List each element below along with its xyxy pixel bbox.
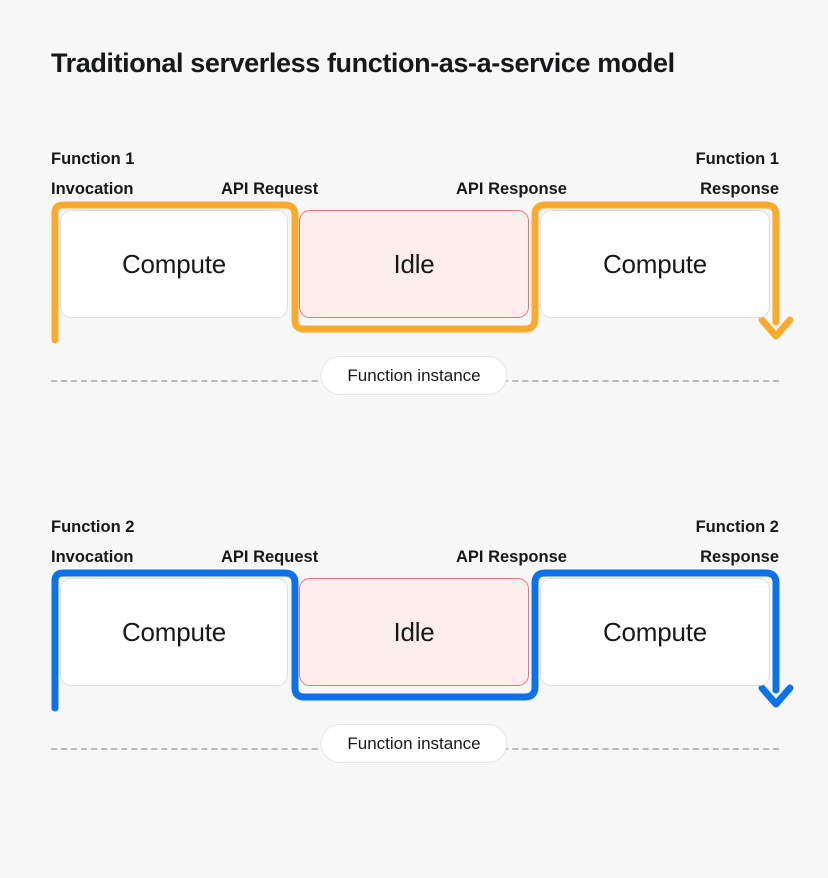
lifecycle-track-function-1	[51, 201, 794, 344]
flow-labels-function-2: Function 2 Invocation API Request API Re…	[0, 498, 828, 566]
flow-row-function-1: Function 1 Invocation API Request API Re…	[0, 130, 828, 409]
label-line-2: Response	[700, 548, 779, 566]
flow-labels-function-1: Function 1 Invocation API Request API Re…	[0, 130, 828, 198]
label-line-1: Function 1	[51, 150, 135, 168]
stage-box-compute[interactable]: Compute	[540, 210, 770, 318]
lifecycle-track-function-2	[51, 569, 794, 712]
flow-band-function-1: Compute Idle Compute	[0, 196, 828, 351]
label-line-2: Response	[700, 180, 779, 198]
function-instance-badge: Function instance	[320, 356, 508, 395]
label-function-1-response: Function 1 Response	[696, 144, 779, 204]
label-api-request-1: API Request	[221, 180, 319, 198]
label-line-1: Function 2	[51, 518, 135, 536]
flow-band-function-2: Compute Idle Compute	[0, 564, 828, 719]
label-function-2-invocation: Function 2 Invocation	[51, 512, 134, 572]
arrow-down-icon	[758, 684, 794, 708]
stage-box-idle[interactable]: Idle	[299, 578, 529, 686]
label-line-2: Invocation	[51, 180, 134, 198]
label-line-2: Invocation	[51, 548, 134, 566]
function-instance-line-2: Function instance	[0, 719, 828, 777]
label-api-response-1: API Response	[456, 180, 567, 198]
stage-box-idle[interactable]: Idle	[299, 210, 529, 318]
arrow-down-icon	[758, 316, 794, 340]
label-line-1: Function 1	[695, 150, 779, 168]
function-instance-line-1: Function instance	[0, 351, 828, 409]
label-line-1: Function 2	[695, 518, 779, 536]
stage-box-compute[interactable]: Compute	[540, 578, 770, 686]
stage-box-compute[interactable]: Compute	[60, 578, 288, 686]
label-api-request-2: API Request	[221, 548, 319, 566]
stage-box-compute[interactable]: Compute	[60, 210, 288, 318]
stage-boxes-function-1: Compute Idle Compute	[0, 210, 828, 318]
label-function-1-invocation: Function 1 Invocation	[51, 144, 134, 204]
track-path	[51, 201, 780, 344]
label-api-response-2: API Response	[456, 548, 567, 566]
function-instance-badge: Function instance	[320, 724, 508, 763]
stage-boxes-function-2: Compute Idle Compute	[0, 578, 828, 686]
track-path	[51, 569, 780, 712]
page-title: Traditional serverless function-as-a-ser…	[51, 48, 675, 78]
label-function-2-response: Function 2 Response	[696, 512, 779, 572]
flow-row-function-2: Function 2 Invocation API Request API Re…	[0, 498, 828, 777]
